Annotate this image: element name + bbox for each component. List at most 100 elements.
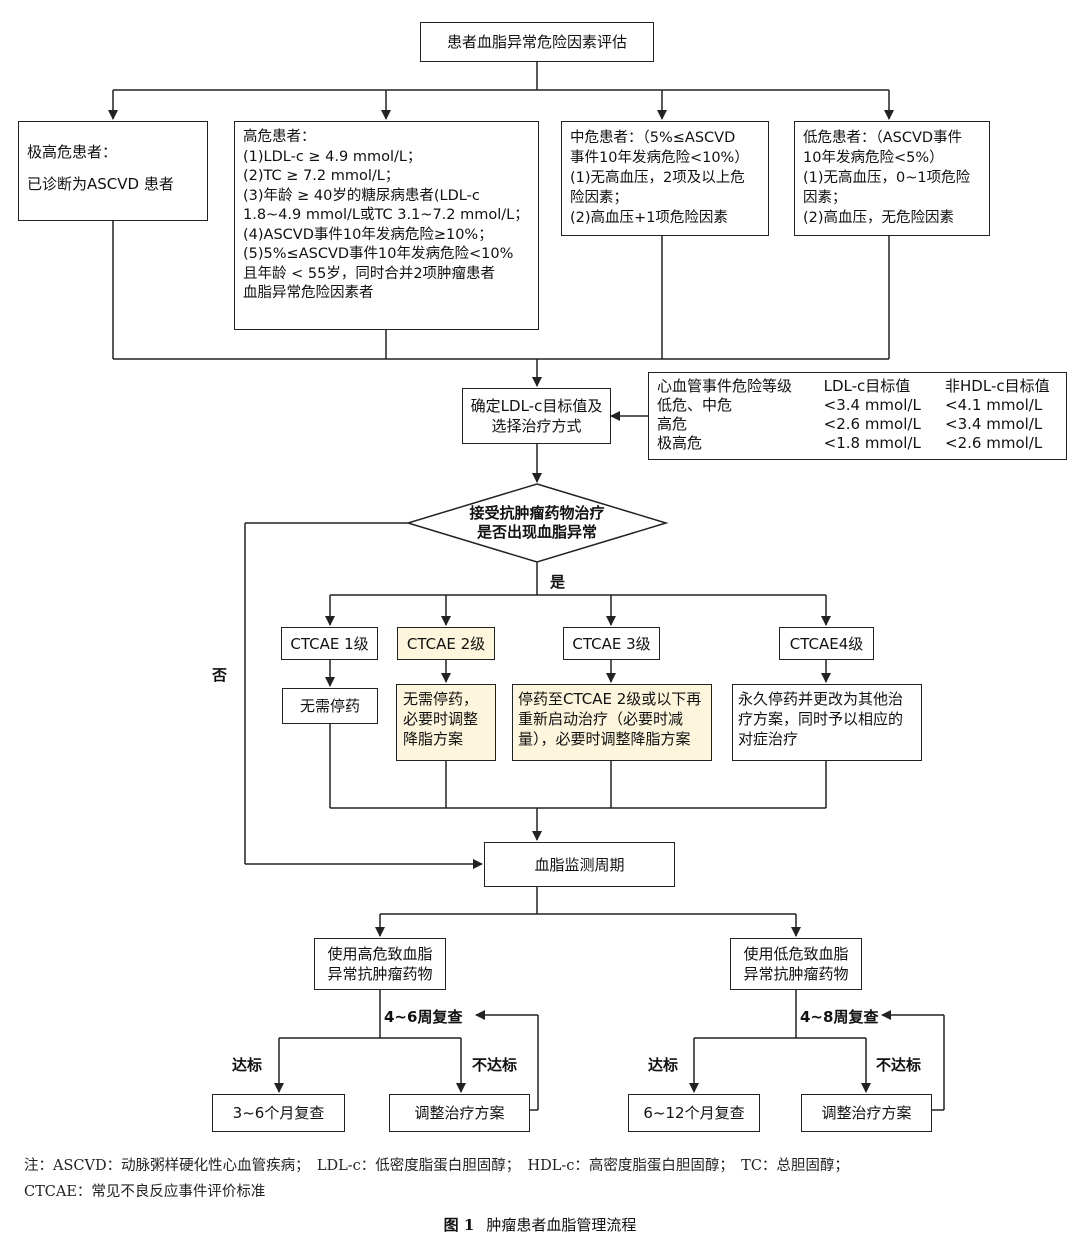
high-risk-line: 1.8~4.9 mmol/L或TC 3.1~7.2 mmol/L； (243, 207, 529, 223)
low-adjust-text: 调整治疗方案 (821, 1104, 912, 1122)
mid-risk-line: 中危患者：（5%≤ASCVD (570, 130, 736, 146)
mid-risk-line: 险因素； (570, 190, 628, 206)
low-risk-line: 10年发病危险<5%） (803, 150, 944, 166)
low-ok-recheck-text: 6~12个月复查 (643, 1104, 745, 1122)
low-risk-drug-line: 异常抗肿瘤药物 (743, 965, 849, 983)
action-grade4-box: 永久停药并更改为其他治 疗方案，同时予以相应的 对症治疗 (732, 684, 922, 761)
decision-diamond: 接受抗肿瘤药物治疗 是否出现血脂异常 (437, 504, 637, 542)
no-label: 否 (212, 666, 228, 684)
high-risk-line: 高危患者： (243, 129, 316, 145)
very-high-risk-line: 已诊断为ASCVD 患者 (27, 175, 174, 193)
table-cell: 极高危 (657, 434, 703, 452)
figure-number: 图 1 (443, 1216, 475, 1234)
yes-label: 是 (550, 573, 566, 591)
ctcae-grade1-box: CTCAE 1级 (281, 627, 378, 660)
action-grade4-line: 对症治疗 (738, 730, 799, 748)
monitor-cycle-text: 血脂监测周期 (534, 855, 625, 874)
action-grade3-line: 量），必要时调整降脂方案 (518, 730, 691, 748)
ctcae-grade3-box: CTCAE 3级 (563, 627, 660, 660)
action-grade3-line: 停药至CTCAE 2级或以下再 (518, 690, 702, 708)
low-risk-line: 因素； (803, 190, 847, 206)
low-risk-line: 低危患者：（ASCVD事件 (803, 130, 963, 146)
ctcae-grade1: CTCAE 1级 (290, 634, 369, 653)
very-high-risk-line: 极高危患者： (27, 143, 118, 161)
mid-risk-line: (2)高血压+1项危险因素 (570, 210, 728, 226)
monitor-cycle-box: 血脂监测周期 (484, 842, 675, 887)
ctcae-grade3: CTCAE 3级 (572, 634, 651, 653)
high-risk-drug-box: 使用高危致血脂 异常抗肿瘤药物 (314, 938, 446, 990)
footnote: 注：ASCVD：动脉粥样硬化性心血管疾病； LDL-c：低密度脂蛋白胆固醇； H… (24, 1153, 849, 1205)
ctcae-grade2-box: CTCAE 2级 (397, 627, 495, 660)
table-cell: <2.6 mmol/L (823, 415, 921, 433)
action-grade2-box: 无需停药， 必要时调整 降脂方案 (396, 684, 496, 761)
table-header-row: 心血管事件危险等级 LDL-c目标值 非HDL-c目标值 (655, 377, 1060, 396)
not-reach-label-high: 不达标 (472, 1056, 518, 1074)
table-header: 心血管事件危险等级 (657, 377, 793, 395)
action-grade1-box: 无需停药 (282, 688, 378, 724)
high-adjust-text: 调整治疗方案 (414, 1104, 505, 1122)
low-ok-recheck-box: 6~12个月复查 (628, 1094, 760, 1132)
low-risk-box: 低危患者：（ASCVD事件 10年发病危险<5%） (1)无高血压，0~1项危险… (794, 121, 990, 236)
assessment-title: 患者血脂异常危险因素评估 (446, 33, 627, 51)
high-risk-line: (4)ASCVD事件10年发病危险≥10%； (243, 226, 493, 243)
low-risk-line: (1)无高血压，0~1项危险 (803, 170, 971, 186)
action-grade3-line: 重新启动治疗（必要时减 (518, 710, 684, 728)
action-grade4-line: 疗方案，同时予以相应的 (738, 710, 904, 728)
very-high-risk-line (27, 162, 199, 174)
table-cell: <3.4 mmol/L (945, 415, 1043, 433)
not-reach-label-low: 不达标 (876, 1056, 922, 1074)
target-line: 确定LDL-c目标值及 (470, 397, 603, 415)
high-adjust-box: 调整治疗方案 (389, 1094, 530, 1132)
ctcae-grade2: CTCAE 2级 (406, 634, 486, 653)
target-line: 选择治疗方式 (491, 417, 582, 435)
action-grade4-line: 永久停药并更改为其他治 (738, 690, 904, 708)
decision-line: 是否出现血脂异常 (476, 523, 597, 541)
high-ok-recheck-text: 3~6个月复查 (232, 1104, 325, 1122)
table-header: 非HDL-c目标值 (945, 377, 1050, 395)
mid-risk-line: (1)无高血压，2项及以上危 (570, 170, 745, 186)
action-grade1-text: 无需停药 (299, 697, 360, 715)
high-risk-line: (2)TC ≥ 7.2 mmol/L； (243, 168, 400, 184)
mid-risk-line: 事件10年发病危险<10%） (570, 150, 749, 166)
high-risk-line: 且年龄 < 55岁，同时合并2项肿瘤患者 (243, 265, 496, 282)
table-cell: <4.1 mmol/L (945, 396, 1043, 414)
action-grade2-line: 降脂方案 (403, 730, 464, 748)
recheck-low-label: 4~8周复查 (800, 1008, 879, 1026)
table-cell: 低危、中危 (657, 396, 733, 414)
mid-risk-box: 中危患者：（5%≤ASCVD 事件10年发病危险<10%） (1)无高血压，2项… (561, 121, 769, 236)
reach-label-high: 达标 (232, 1056, 263, 1074)
footnote-line: 注：ASCVD：动脉粥样硬化性心血管疾病； LDL-c：低密度脂蛋白胆固醇； H… (24, 1158, 849, 1174)
action-grade2-line: 必要时调整 (403, 710, 479, 728)
table-header: LDL-c目标值 (823, 377, 911, 395)
high-risk-line: 血脂异常危险因素者 (243, 285, 374, 301)
low-risk-drug-box: 使用低危致血脂 异常抗肿瘤药物 (730, 938, 862, 990)
table-cell: <2.6 mmol/L (945, 434, 1043, 452)
high-risk-drug-line: 使用高危致血脂 (327, 945, 433, 963)
ctcae-grade4: CTCAE4级 (789, 634, 864, 653)
target-box: 确定LDL-c目标值及 选择治疗方式 (462, 388, 611, 444)
figure-caption: 图 1 肿瘤患者血脂管理流程 (0, 1214, 1080, 1235)
high-risk-line: (5)5%≤ASCVD事件10年发病危险<10% (243, 246, 514, 262)
high-risk-line: (1)LDL-c ≥ 4.9 mmol/L； (243, 148, 422, 165)
table-cell: <3.4 mmol/L (823, 396, 921, 414)
high-risk-drug-line: 异常抗肿瘤药物 (327, 965, 433, 983)
action-grade2-line: 无需停药， (403, 690, 479, 708)
high-risk-box: 高危患者： (1)LDL-c ≥ 4.9 mmol/L； (2)TC ≥ 7.2… (234, 121, 539, 330)
table-cell: 高危 (657, 415, 688, 433)
table-cell: <1.8 mmol/L (823, 434, 921, 452)
high-risk-line: (3)年龄 ≥ 40岁的糖尿病患者(LDL-c (243, 187, 480, 204)
table-row: 低危、中危 <3.4 mmol/L <4.1 mmol/L (655, 396, 1060, 415)
reach-label-low: 达标 (648, 1056, 679, 1074)
recheck-high-label: 4~6周复查 (384, 1008, 463, 1026)
decision-line: 接受抗肿瘤药物治疗 (469, 504, 605, 522)
low-risk-line: (2)高血压，无危险因素 (803, 210, 955, 226)
very-high-risk-box: 极高危患者： 已诊断为ASCVD 患者 (18, 121, 208, 221)
target-value-table: 心血管事件危险等级 LDL-c目标值 非HDL-c目标值 低危、中危 <3.4 … (648, 372, 1067, 460)
action-grade3-box: 停药至CTCAE 2级或以下再 重新启动治疗（必要时减 量），必要时调整降脂方案 (512, 684, 712, 761)
figure-title: 肿瘤患者血脂管理流程 (486, 1216, 637, 1234)
ctcae-grade4-box: CTCAE4级 (779, 627, 874, 660)
low-risk-drug-line: 使用低危致血脂 (743, 945, 849, 963)
assessment-title-box: 患者血脂异常危险因素评估 (420, 22, 654, 62)
high-ok-recheck-box: 3~6个月复查 (212, 1094, 345, 1132)
